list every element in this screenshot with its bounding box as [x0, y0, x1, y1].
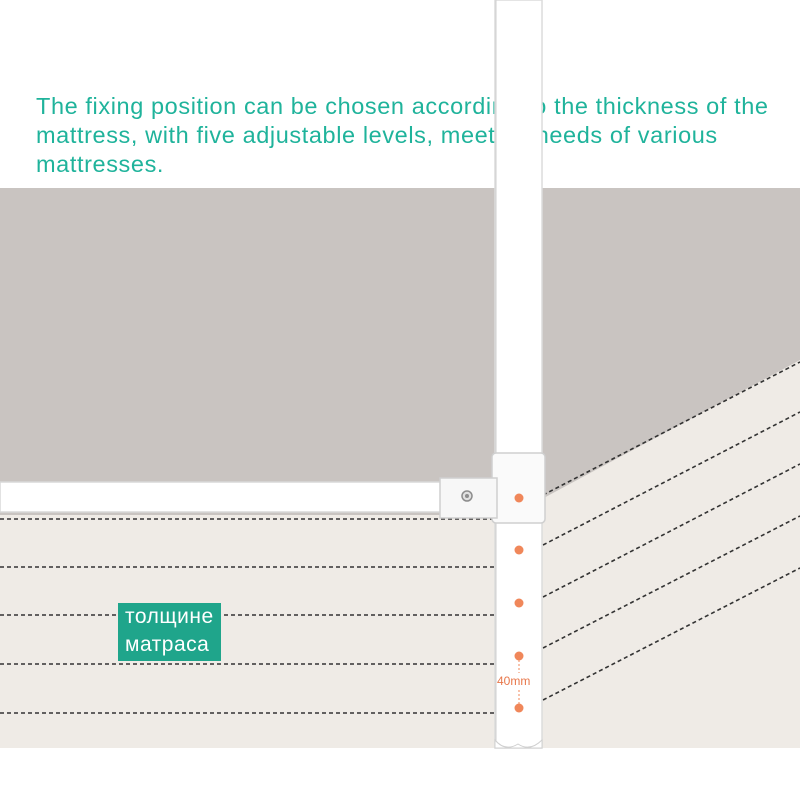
mattress-side	[540, 360, 800, 748]
adjustment-dots	[514, 493, 524, 713]
adjust-dot-4	[514, 651, 524, 661]
horizontal-rail	[0, 481, 446, 513]
level-lines-front	[0, 518, 497, 714]
adjust-dot-5	[514, 703, 524, 713]
mattress-thickness-badge: толщине матраса	[118, 603, 221, 661]
badge-line-1: толщине	[125, 605, 214, 628]
level-lines-side	[542, 361, 800, 701]
connector-sleeve	[491, 452, 546, 524]
measurement-label: 40mm	[497, 674, 531, 688]
rail-bottom-end	[494, 738, 543, 749]
vertical-rail	[494, 0, 543, 749]
caption-text: The fixing position can be chosen accord…	[36, 93, 769, 177]
mattress-front	[0, 515, 550, 748]
adjust-dot-1	[514, 493, 524, 503]
adjust-dot-3	[514, 598, 524, 608]
adjust-dot-2	[514, 545, 524, 555]
badge-line-2: матраса	[125, 633, 210, 656]
